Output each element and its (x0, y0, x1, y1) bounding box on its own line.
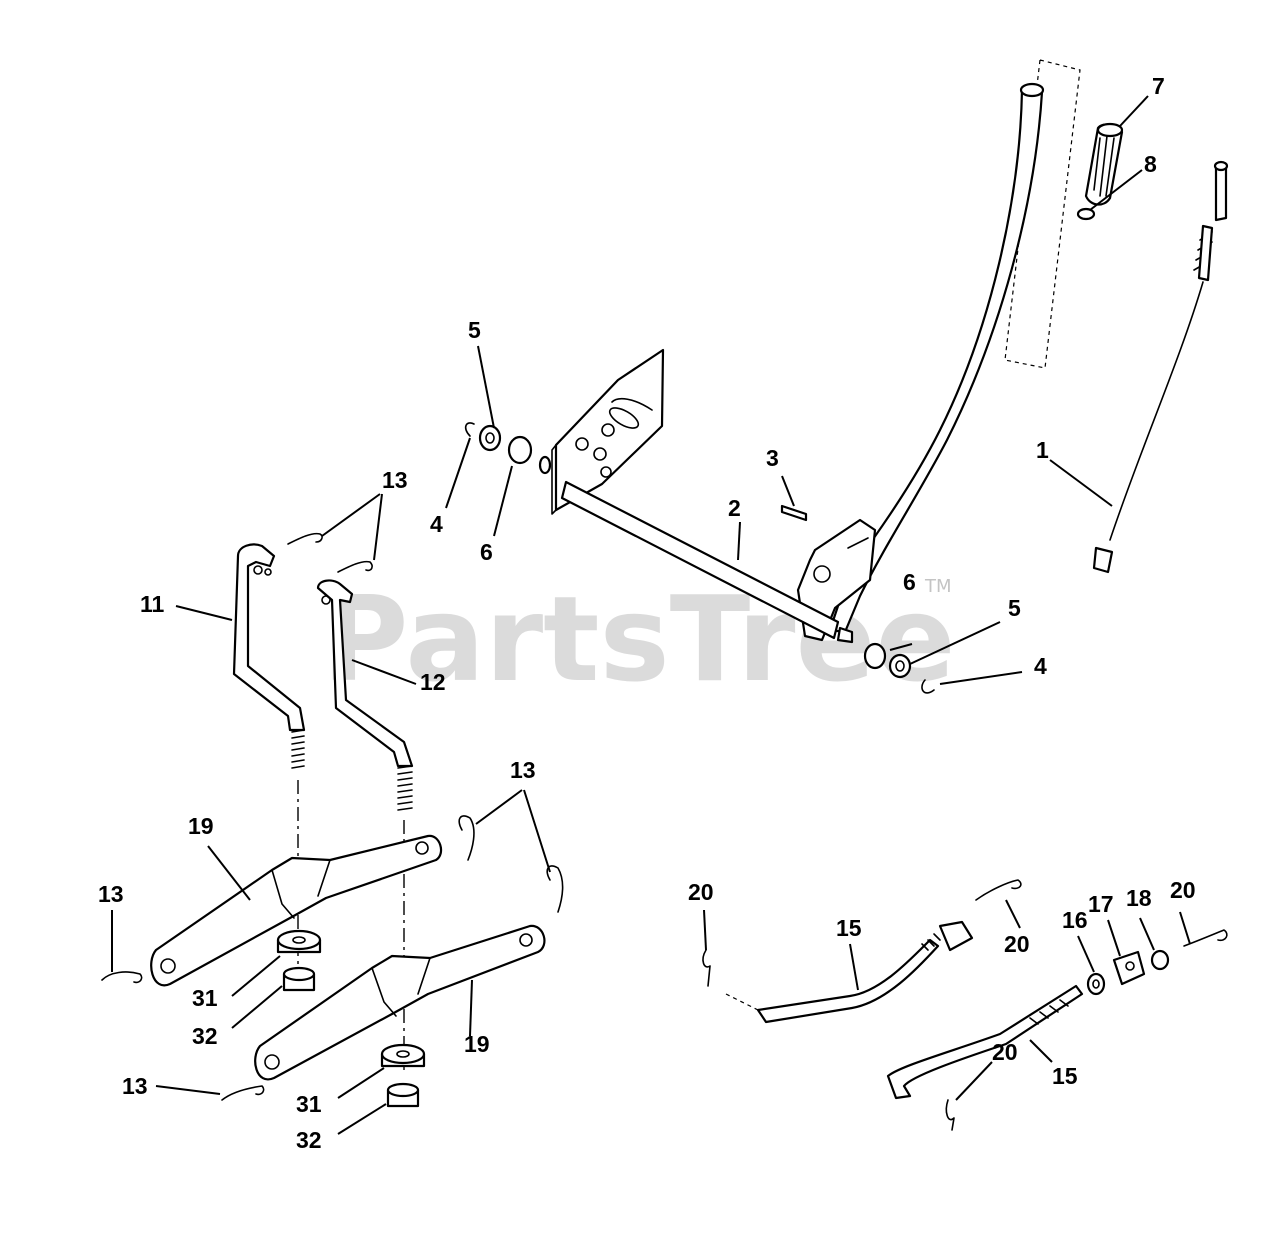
callout-1: 1 (1036, 437, 1049, 463)
spacer-lower (380, 1043, 426, 1068)
callout-5-right: 5 (1008, 595, 1021, 621)
callout-6-right: 6 (903, 569, 916, 595)
callout-17: 17 (1088, 891, 1114, 917)
callout-20-right: 20 (1170, 877, 1196, 903)
deck-rod-upper (725, 920, 974, 1024)
callout-labels: 1 2 3 4 4 5 5 6 6 7 8 11 12 13 13 13 13 … (98, 73, 1196, 1153)
callout-13-left: 13 (98, 881, 124, 907)
callout-13-upper: 13 (382, 467, 408, 493)
left-shaft-hardware (464, 422, 533, 465)
callout-6-left: 6 (480, 539, 493, 565)
callout-32-upper: 32 (192, 1023, 218, 1049)
mounting-plate (551, 348, 665, 515)
lift-arm-lower (254, 924, 546, 1081)
leader-lines (111, 95, 1191, 1135)
lift-arm-upper (150, 834, 443, 987)
callout-15-lower: 15 (1052, 1063, 1078, 1089)
callout-11: 11 (140, 591, 165, 617)
hairpin-clips-deck (702, 879, 1228, 1131)
callout-31-lower: 31 (296, 1091, 322, 1117)
callout-15-upper: 15 (836, 915, 862, 941)
callout-32-lower: 32 (296, 1127, 322, 1153)
hairpin-clips-lower (101, 815, 564, 1101)
right-shaft-hardware (863, 642, 935, 694)
callout-31-upper: 31 (192, 985, 218, 1011)
lift-link-left (232, 543, 306, 769)
callout-3: 3 (766, 445, 779, 471)
callout-13-bottom: 13 (122, 1073, 148, 1099)
callout-8: 8 (1144, 151, 1157, 177)
rod-washer (1086, 972, 1106, 996)
callout-20-left: 20 (688, 879, 714, 905)
callout-5-left: 5 (468, 317, 481, 343)
trunnion-nut (1150, 949, 1170, 971)
callout-12: 12 (420, 669, 446, 695)
callout-13-lower-right: 13 (510, 757, 536, 783)
lift-lever (796, 82, 1045, 642)
callout-19-upper: 19 (188, 813, 214, 839)
callout-2: 2 (728, 495, 741, 521)
callout-4-right: 4 (1034, 653, 1047, 679)
handle-grip (1084, 122, 1124, 206)
callout-20-bottom: 20 (992, 1039, 1018, 1065)
callout-7: 7 (1152, 73, 1165, 99)
callout-4-left: 4 (430, 511, 443, 537)
hairpin-clips-upper (287, 532, 373, 573)
callout-18: 18 (1126, 885, 1152, 911)
callout-16: 16 (1062, 907, 1088, 933)
lift-cable (1092, 160, 1229, 574)
callout-20-middle: 20 (1004, 931, 1030, 957)
roll-pin (780, 504, 808, 522)
deck-rod-lower (886, 984, 1084, 1100)
cross-shaft (538, 455, 854, 644)
nut-lower (386, 1082, 420, 1108)
lift-link-right (316, 579, 414, 811)
callout-19-lower: 19 (464, 1031, 490, 1057)
lever-ghost-outline (1004, 59, 1081, 369)
trunnion-block (1112, 950, 1146, 986)
watermark-trademark: TM (924, 576, 952, 597)
nut-upper (282, 966, 316, 992)
grip-cap (1076, 207, 1096, 221)
spacer-upper (276, 929, 322, 954)
